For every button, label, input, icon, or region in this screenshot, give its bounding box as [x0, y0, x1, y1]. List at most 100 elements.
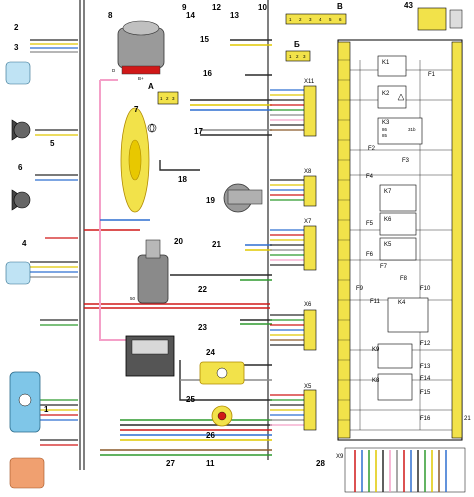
component-labels: 1 2 3 4 5 6 7 8 9 10 11 12 13 14 15 16 1… [14, 1, 413, 468]
terminal-86: 86 [382, 127, 388, 132]
wiper-motor [223, 183, 263, 213]
left-wire-bundle [30, 39, 78, 446]
connector-x9: X9 [336, 447, 466, 493]
relay-k2: K2 [377, 85, 407, 109]
label-3: 3 [14, 43, 19, 52]
label-15: 15 [200, 35, 209, 44]
radiator-fan [120, 107, 157, 213]
terminal-b-plus: B+ [138, 76, 144, 81]
pin-v-4: 4 [319, 17, 322, 22]
headlamp [9, 371, 41, 433]
ignition-switch [417, 7, 463, 31]
page-ref: 21 [464, 416, 471, 422]
connector-x9-label: X9 [336, 454, 344, 460]
frame-lines [79, 0, 269, 470]
relay-k7-label: K7 [384, 189, 392, 195]
block-a-label: A [148, 82, 154, 91]
terminal-50: 50 [130, 296, 136, 301]
connector-x5-label: X5 [304, 384, 312, 390]
relay-k7: K7 [379, 184, 417, 212]
fuse-f8: F8 [400, 276, 408, 282]
label-9: 9 [182, 3, 187, 12]
fuse-f15: F15 [420, 390, 431, 396]
label-1: 1 [44, 405, 49, 414]
label-14: 14 [186, 11, 195, 20]
pin-b-1: 1 [289, 54, 292, 59]
fuse-f10: F10 [420, 286, 431, 292]
connector-x7-label: X7 [304, 219, 312, 225]
fuse-f5: F5 [366, 221, 374, 227]
connector-x6: X6 [303, 302, 317, 351]
pin-b-3: 3 [303, 54, 306, 59]
label-23: 23 [198, 323, 207, 332]
connector-x11: X11 [303, 79, 317, 137]
connector-x5: X5 [303, 384, 317, 431]
starter: 50 [130, 239, 169, 304]
fog-lamp-upper [5, 61, 31, 85]
label-11: 11 [206, 459, 215, 468]
relay-k5-label: K5 [384, 242, 392, 248]
fuse-f6: F6 [366, 252, 374, 258]
fuse-f2: F2 [368, 146, 376, 152]
connector-v: В 1 2 3 4 5 6 [285, 2, 347, 25]
label-8: 8 [108, 11, 113, 20]
label-16: 16 [203, 69, 212, 78]
label-25: 25 [186, 395, 195, 404]
connector-x7: X7 [303, 219, 317, 271]
connector-x8-label: X8 [304, 169, 312, 175]
relay-k9: K9 [372, 343, 413, 369]
connector-b: Б 1 2 3 [285, 40, 311, 62]
label-2: 2 [14, 23, 19, 32]
label-27: 27 [166, 459, 175, 468]
connector-x11-label: X11 [304, 79, 315, 85]
pin-v-6: 6 [339, 17, 342, 22]
block-b-label: Б [294, 40, 300, 49]
relay-k1-label: K1 [382, 60, 390, 66]
fuse-f16: F16 [420, 416, 431, 422]
label-19: 19 [206, 196, 215, 205]
pin-a-3: 3 [172, 96, 175, 101]
fuse-f14: F14 [420, 376, 431, 382]
relay-k4: K4 [387, 297, 429, 333]
fuse-f13: F13 [420, 364, 431, 370]
heater-fan-motor: D B+ [112, 20, 165, 81]
fan-icon [147, 123, 157, 133]
main-wire-harness [84, 39, 272, 456]
label-22: 22 [198, 285, 207, 294]
pin-v-5: 5 [329, 17, 332, 22]
fuse-labels: F1 F2 F3 F4 F5 F6 F7 F8 F9 F10 F11 F12 F… [356, 72, 436, 422]
terminal-d: D [112, 68, 116, 73]
label-43: 43 [404, 1, 413, 10]
label-7: 7 [134, 105, 139, 114]
pin-a-2: 2 [166, 96, 169, 101]
label-21: 21 [212, 240, 221, 249]
fuel-level-sensor [199, 361, 245, 385]
pin-a-1: 1 [160, 96, 163, 101]
hazard-triangle-icon [397, 93, 405, 101]
horn-upper [11, 119, 31, 141]
fuse-f3: F3 [402, 158, 410, 164]
connector-x6-label: X6 [304, 302, 312, 308]
relay-k6: K6 [379, 212, 417, 236]
relay-k2-label: K2 [382, 91, 390, 97]
terminal-85: 85 [382, 133, 388, 138]
right-wire-harness [270, 89, 310, 426]
pin-v-1: 1 [289, 17, 292, 22]
pin-v-3: 3 [309, 17, 312, 22]
terminal-31b: 31b [408, 127, 416, 132]
fuse-f11: F11 [370, 299, 381, 305]
ignition-module [125, 335, 175, 377]
connector-x8: X8 [303, 169, 317, 207]
label-26: 26 [206, 431, 215, 440]
relay-k8-label: K8 [372, 378, 380, 384]
connector-a: A 1 2 3 [148, 82, 179, 105]
relay-k3: K3 86 85 31b [377, 117, 423, 145]
fuse-f9: F9 [356, 286, 364, 292]
label-24: 24 [206, 348, 215, 357]
relay-k5: K5 [379, 237, 417, 261]
fog-lamp-lower [5, 261, 31, 285]
relay-k8: K8 [372, 373, 413, 401]
label-4: 4 [22, 239, 27, 248]
label-20: 20 [174, 237, 183, 246]
